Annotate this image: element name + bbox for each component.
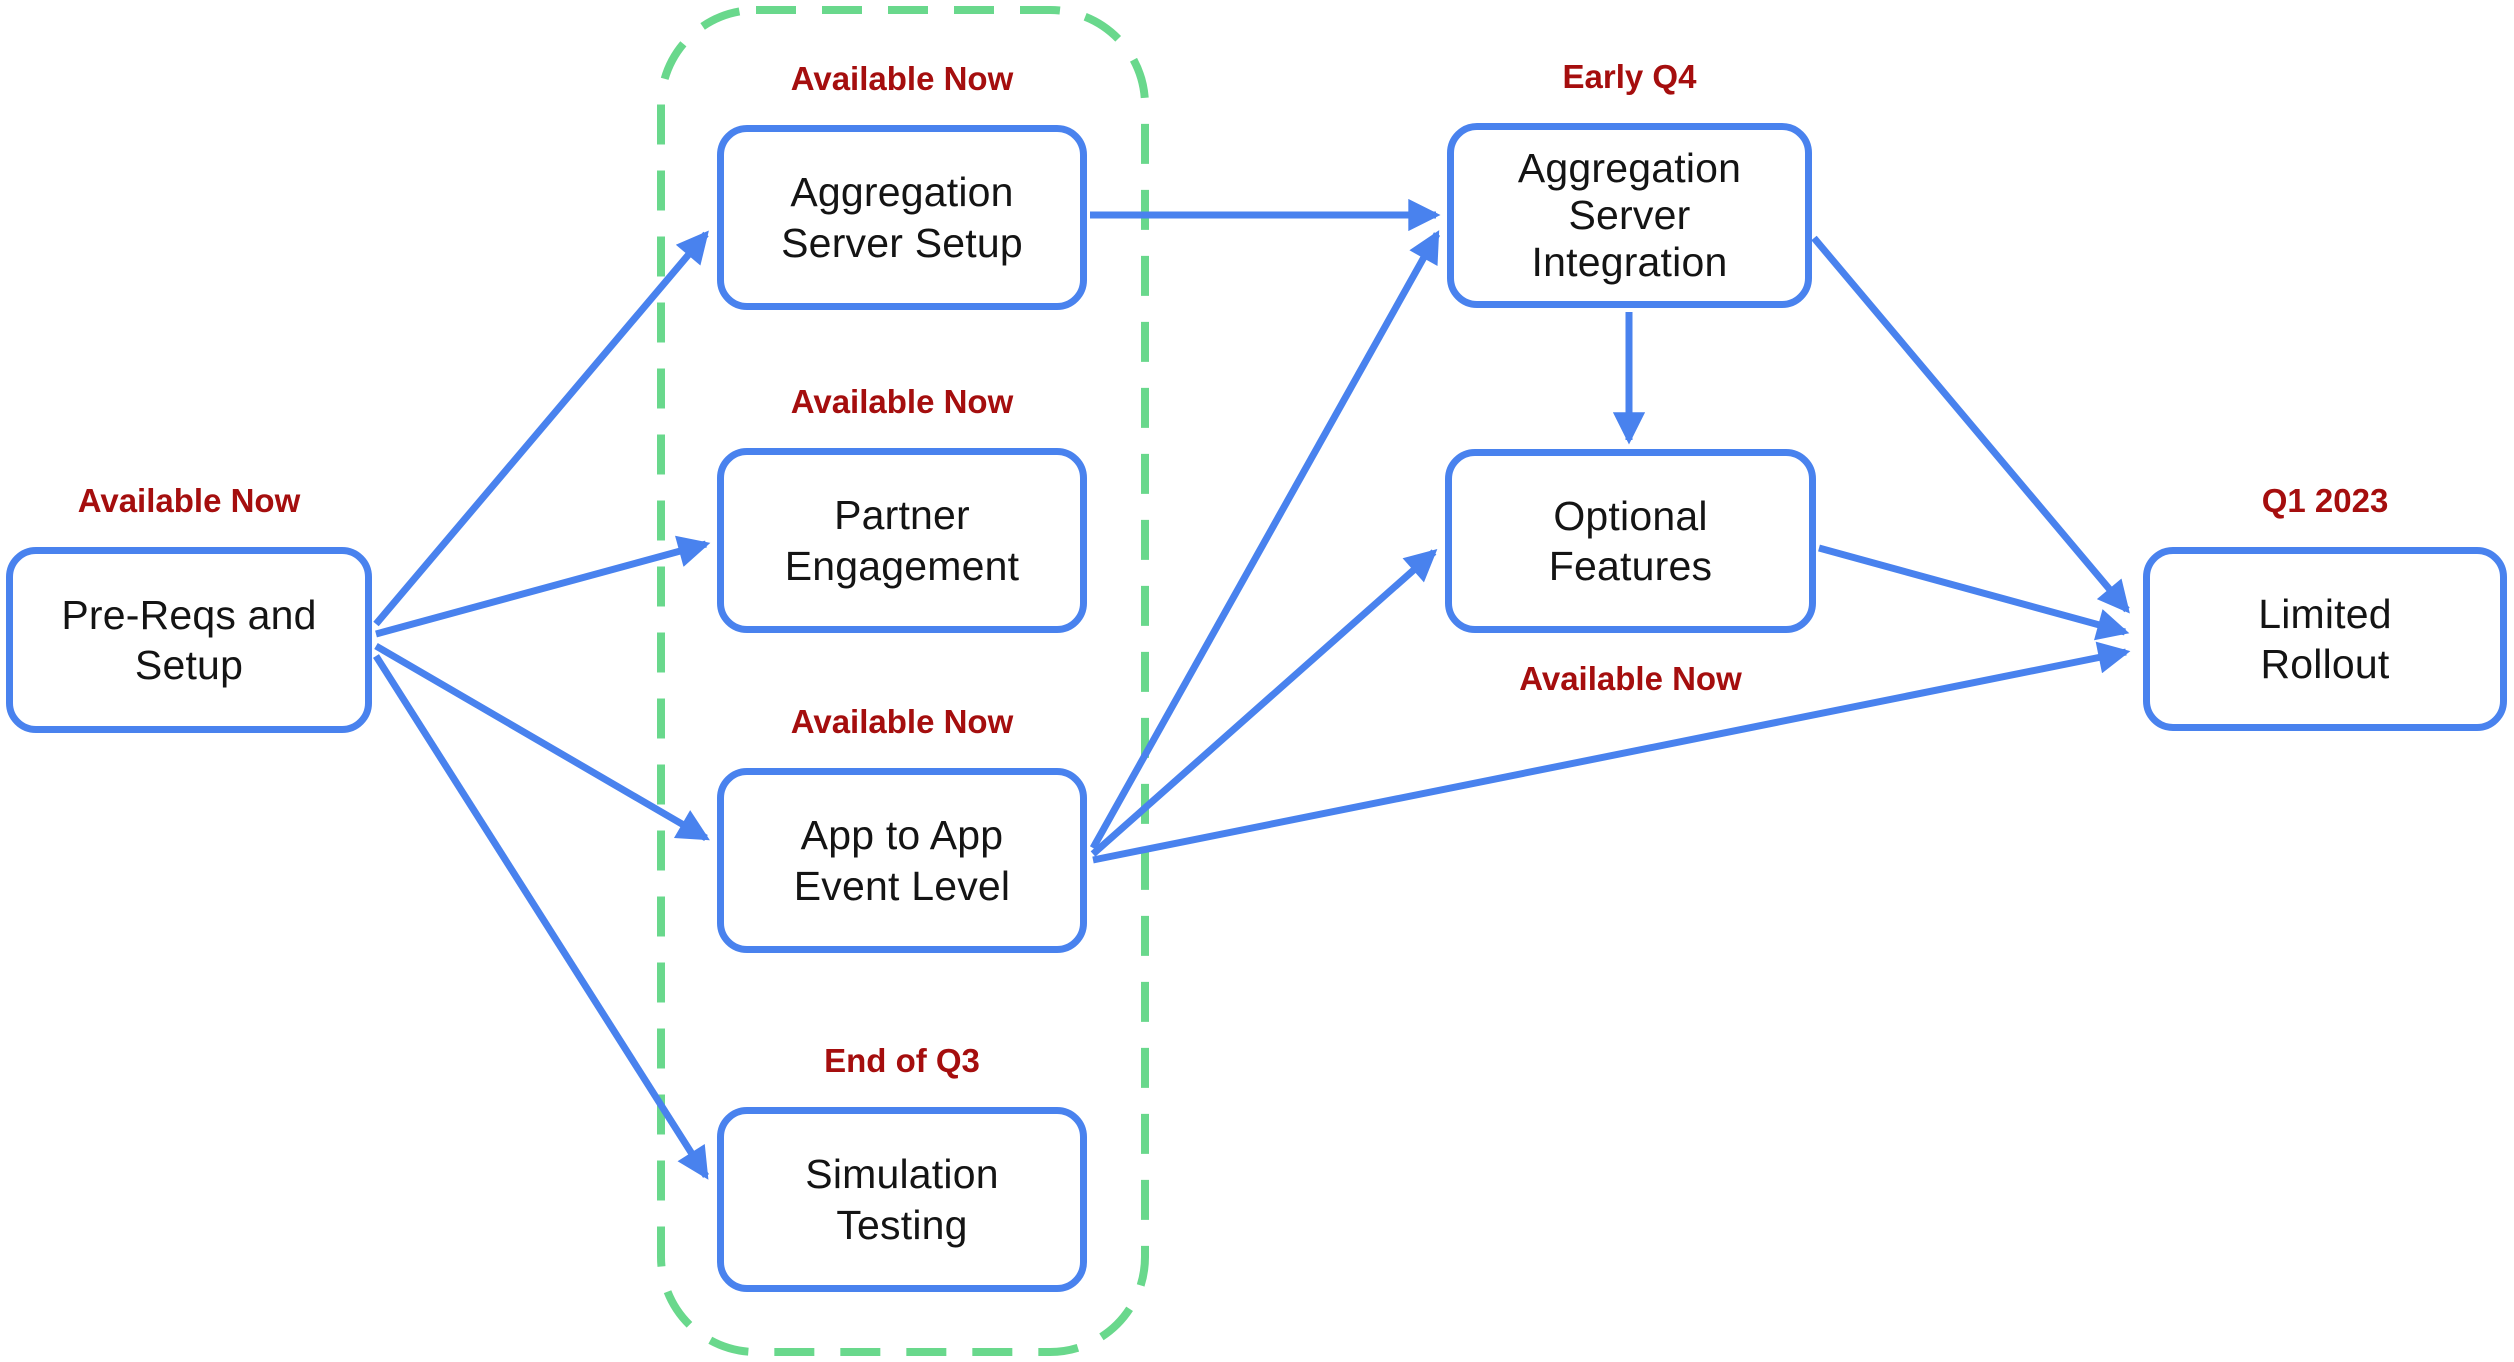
edge-app-to-app-event-level-to-optional-features [1090,549,1438,857]
node-simulation-testing: End of Q3 Simulation Testing [717,1042,1087,1292]
status-label-app-to-app-event-level: Available Now [790,703,1014,740]
status-label-aggregation-server-setup: Available Now [790,60,1014,97]
status-label-aggregation-server-integration: Early Q4 [1562,58,1697,95]
node-aggregation-server-integration: Early Q4 Aggregation Server Integration [1447,58,1812,308]
status-label-pre-reqs-setup: Available Now [77,482,301,519]
edge-app-to-app-event-level-to-aggregation-server-integration [1089,230,1441,850]
node-limited-rollout: Q1 2023 Limited Rollout [2143,482,2507,731]
available-now-group-outline [657,6,1149,1356]
status-label-limited-rollout: Q1 2023 [2261,482,2389,519]
node-aggregation-server-setup: Available Now Aggregation Server Setup [717,60,1087,310]
edge-optional-features-to-limited-rollout [1818,544,2130,641]
node-box-app-to-app-event-level: App to App Event Level [717,768,1087,953]
edge-aggregation-server-integration-to-limited-rollout [1811,235,2130,614]
edge-pre-reqs-setup-to-aggregation-server-setup [373,230,709,627]
edge-pre-reqs-setup-to-simulation-testing [373,654,709,1180]
node-box-pre-reqs-setup: Pre-Reqs and Setup [6,547,372,733]
edge-pre-reqs-setup-to-app-to-app-event-level [374,642,710,842]
edge-app-to-app-event-level-to-limited-rollout [1092,641,2131,864]
node-label-limited-rollout: Limited Rollout [2258,590,2392,687]
node-partner-engagement: Available Now Partner Engagement [717,383,1087,633]
node-box-optional-features: Optional Features [1445,449,1816,633]
node-label-optional-features: Optional Features [1548,492,1713,589]
node-pre-reqs-setup: Available Now Pre-Reqs and Setup [6,482,372,733]
node-optional-features: Available Now Optional Features [1445,449,1816,697]
node-label-aggregation-server-integration: Aggregation Server Integration [1517,144,1742,286]
node-box-aggregation-server-setup: Aggregation Server Setup [717,125,1087,310]
node-label-app-to-app-event-level: App to App Event Level [793,812,1011,909]
status-label-partner-engagement: Available Now [790,383,1014,420]
node-label-partner-engagement: Partner Engagement [784,492,1020,589]
node-box-aggregation-server-integration: Aggregation Server Integration [1447,123,1812,308]
node-label-simulation-testing: Simulation Testing [805,1151,999,1248]
node-box-simulation-testing: Simulation Testing [717,1107,1087,1292]
node-app-to-app-event-level: Available Now App to App Event Level [717,703,1087,953]
status-label-optional-features: Available Now [1519,660,1742,697]
node-box-limited-rollout: Limited Rollout [2143,547,2507,731]
node-label-pre-reqs-setup: Pre-Reqs and Setup [61,591,317,688]
edge-pre-reqs-setup-to-partner-engagement [375,535,711,638]
status-label-simulation-testing: End of Q3 [824,1042,980,1079]
node-label-aggregation-server-setup: Aggregation Server Setup [781,169,1023,266]
node-box-partner-engagement: Partner Engagement [717,448,1087,633]
